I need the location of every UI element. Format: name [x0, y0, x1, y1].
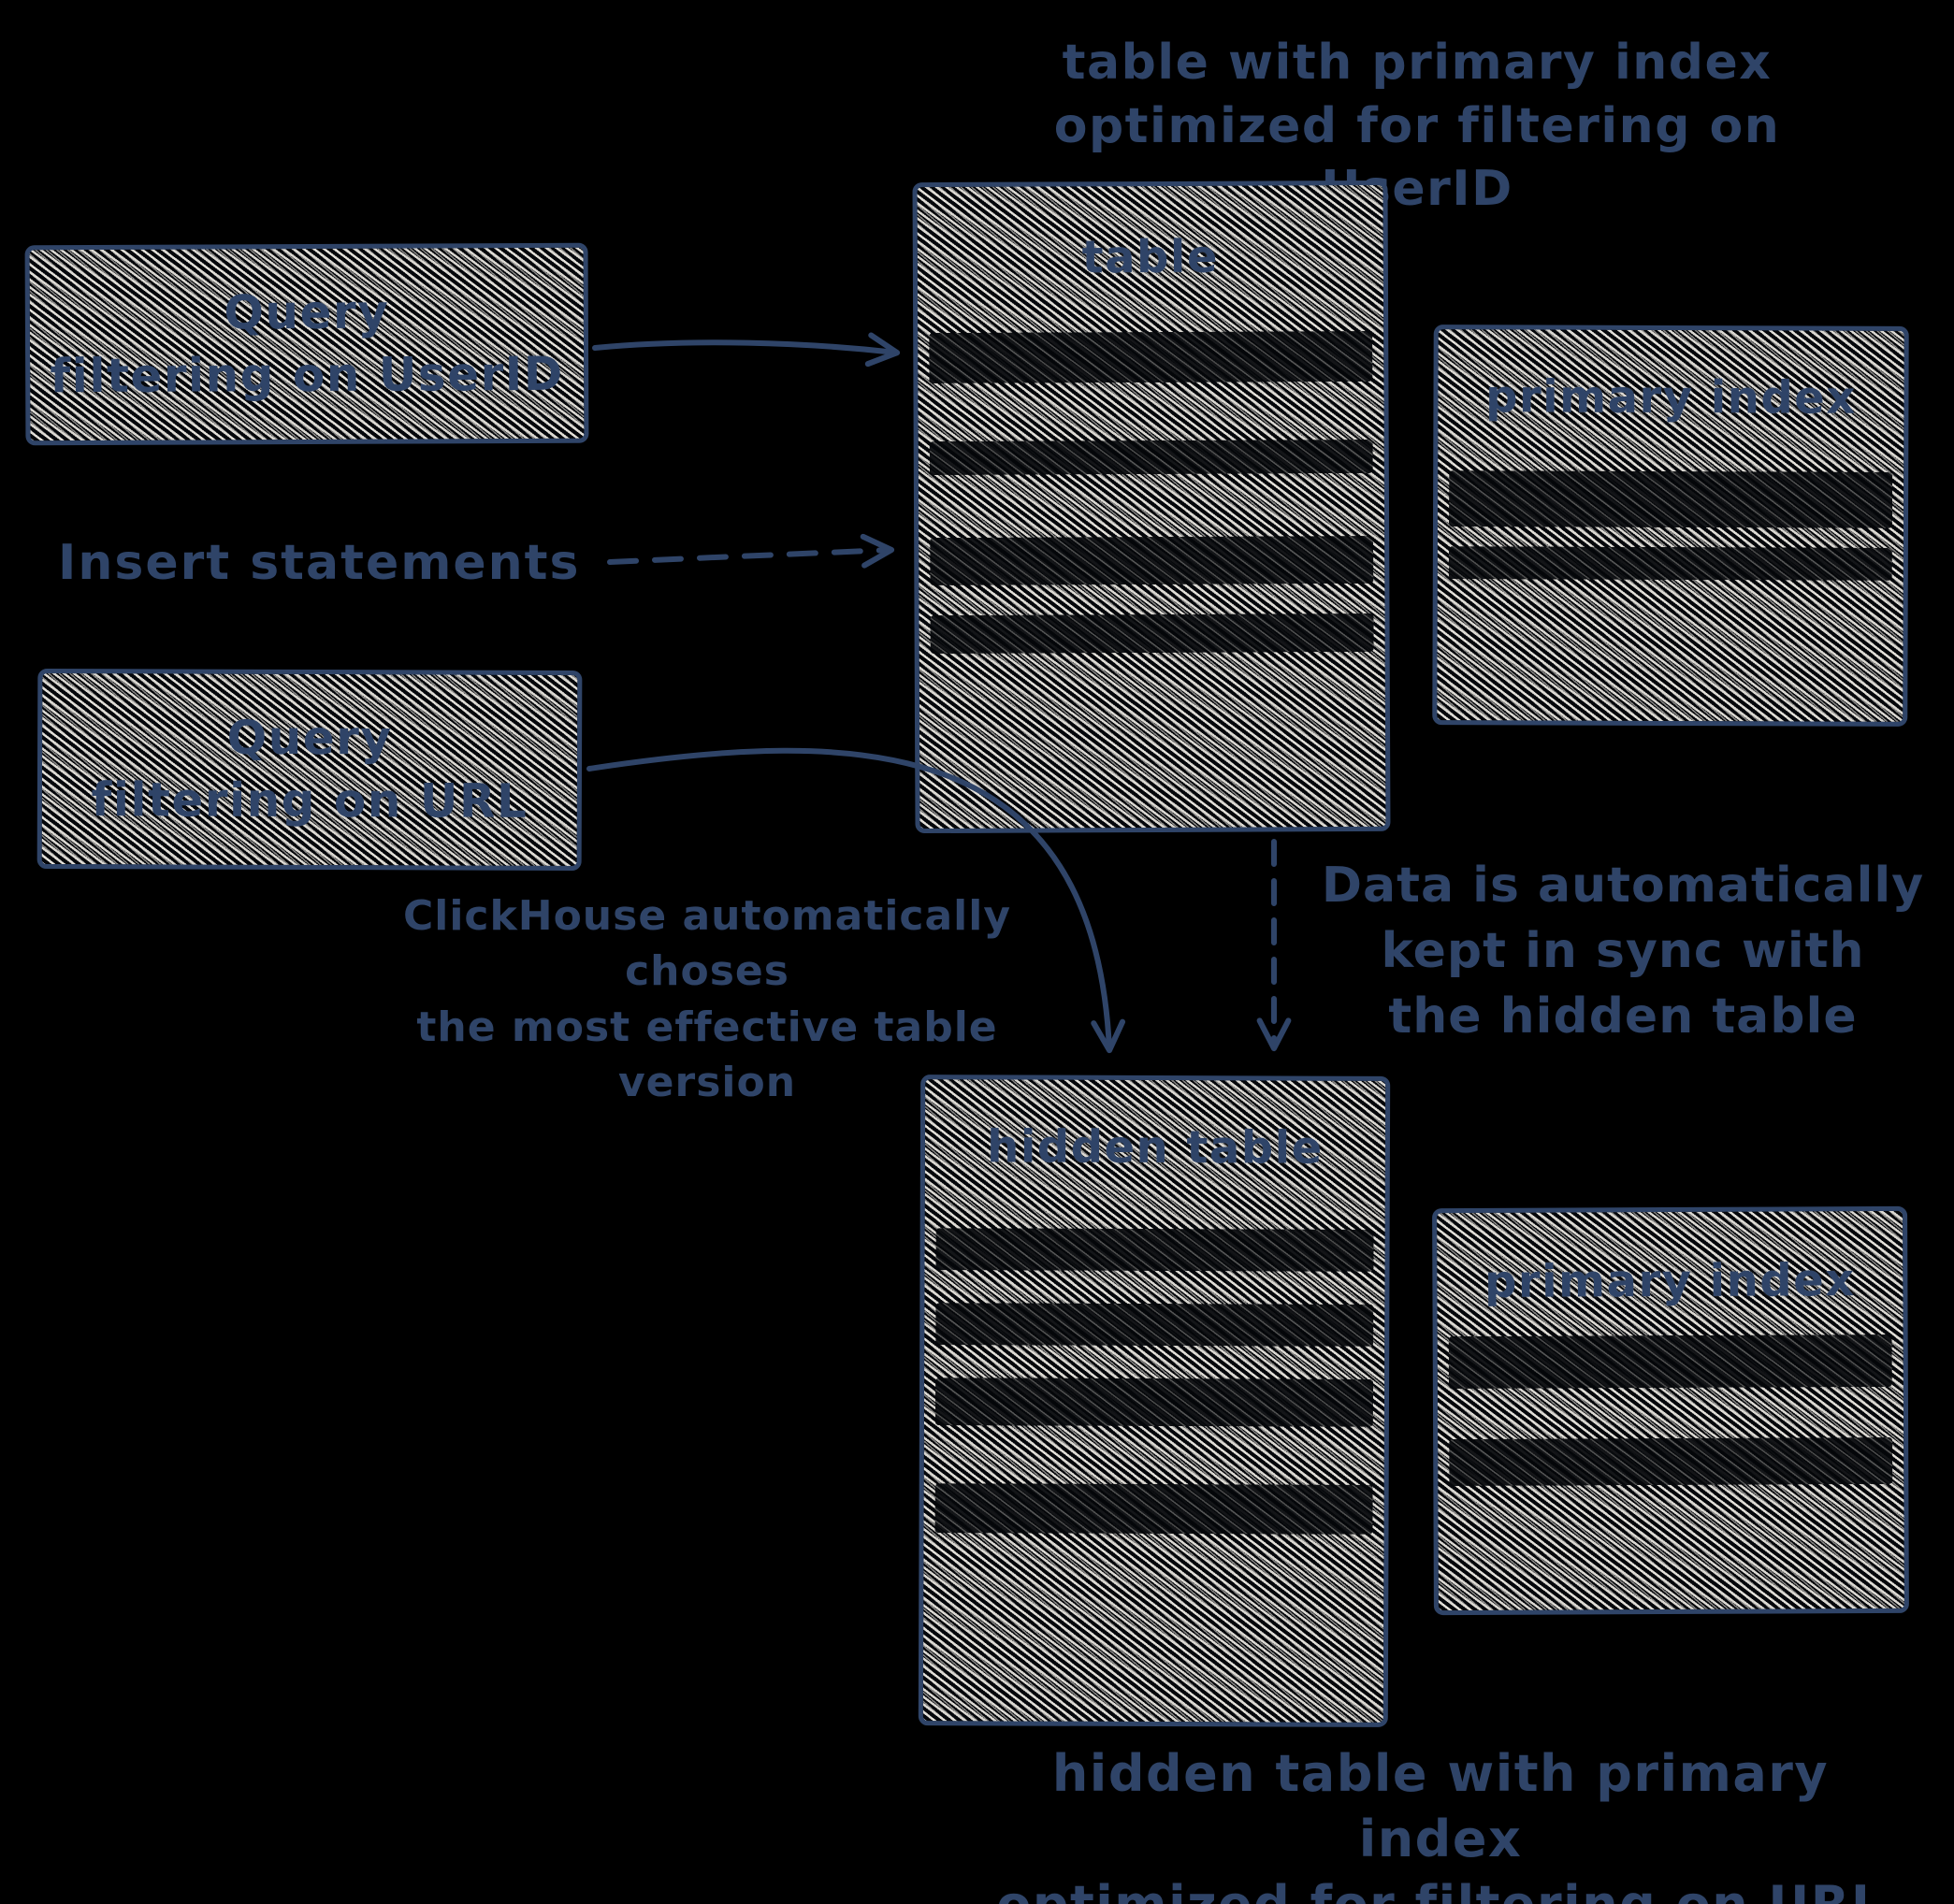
- table-row-stripe: [930, 613, 1374, 655]
- hidden-table-row-stripe: [935, 1303, 1374, 1347]
- note-auto-choose-line1: ClickHouse automatically choses: [402, 892, 1012, 996]
- caption-top-line1: table with primary index: [1062, 35, 1773, 91]
- hidden-table-row-stripe: [934, 1378, 1374, 1427]
- query-userid-line1: Query: [224, 284, 390, 339]
- hidden-table-row-stripe: [935, 1228, 1374, 1272]
- note-sync-line1: Data is automatically: [1321, 858, 1925, 914]
- query-userid-box: Query filtering on UserID: [24, 242, 589, 446]
- hidden-table-box: hidden table: [918, 1075, 1391, 1727]
- arrow-insert-to-table: [607, 533, 895, 569]
- insert-statements-label: Insert statements: [58, 535, 581, 591]
- hidden-table-row-stripe: [934, 1483, 1373, 1535]
- primary-index-bottom-box: primary index: [1432, 1205, 1909, 1616]
- primary-index-bottom-title: primary index: [1484, 1254, 1856, 1308]
- caption-top-line2: optimized for filtering on UserID: [1053, 97, 1781, 218]
- table-row-stripe: [929, 439, 1373, 476]
- table-box: table: [912, 180, 1391, 834]
- query-url-line2: filtering on URL: [91, 772, 528, 829]
- table-title: table: [1081, 230, 1220, 284]
- note-sync-line2: kept in sync with: [1381, 923, 1865, 980]
- caption-bottom: hidden table with primary index optimize…: [991, 1741, 1889, 1904]
- primary-index-top-box: primary index: [1432, 325, 1909, 727]
- query-url-line1: Query: [226, 710, 393, 765]
- table-row-stripe: [930, 535, 1374, 586]
- caption-top: table with primary index optimized for f…: [957, 32, 1877, 222]
- query-url-box: Query filtering on URL: [36, 668, 583, 872]
- caption-bottom-line1: hidden table with primary index: [1051, 1744, 1830, 1869]
- table-row-stripe: [929, 330, 1373, 384]
- note-sync: Data is automatically kept in sync with …: [1310, 853, 1936, 1050]
- arrow-query-userid-to-table: [592, 332, 901, 368]
- primary-index-top-title: primary index: [1485, 370, 1857, 425]
- hidden-table-title: hidden table: [987, 1120, 1324, 1175]
- index-row-stripe: [1449, 1436, 1893, 1487]
- index-row-stripe: [1448, 546, 1892, 581]
- index-row-stripe: [1448, 1334, 1892, 1390]
- index-row-stripe: [1448, 470, 1893, 528]
- query-userid-line2: filtering on UserID: [50, 346, 564, 404]
- note-sync-line3: the hidden table: [1388, 988, 1858, 1046]
- caption-bottom-line2: optimized for filtering on URL: [991, 1872, 1889, 1904]
